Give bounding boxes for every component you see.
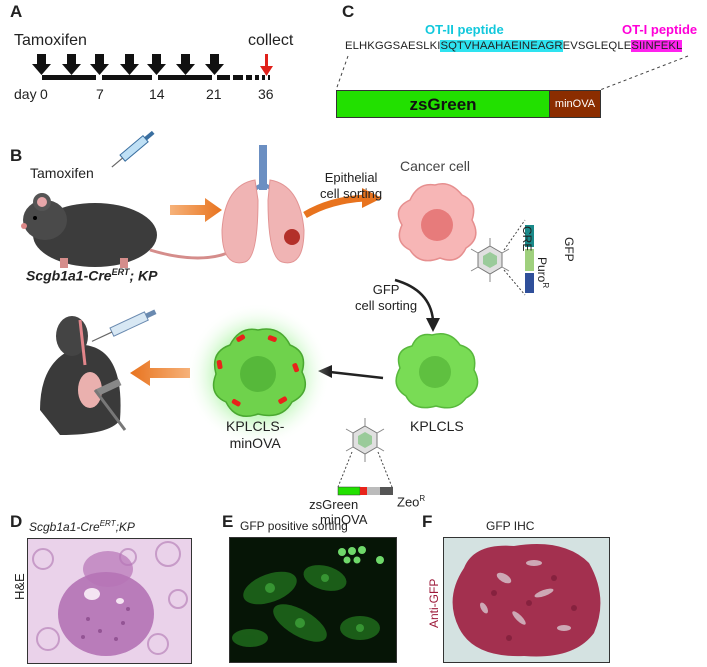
- panel-label-c: C: [342, 2, 355, 21]
- cancer-cell-label: Cancer cell: [400, 158, 471, 174]
- arrow-minova-to-mouse: [130, 360, 190, 386]
- timeline-tamoxifen-label: Tamoxifen: [14, 32, 87, 49]
- gfp-sorting-title: GFP positive sorting: [240, 519, 348, 533]
- seq-start: ELHKGGSAESLKI: [345, 40, 441, 52]
- gfp-label: GFP: [562, 237, 576, 262]
- he-micrograph: [27, 538, 192, 664]
- gfp-ihc-image: [443, 537, 610, 663]
- seq-ot2: SQTVHAAHAEINEAGR: [440, 40, 563, 52]
- cancer-cell-icon: [397, 183, 477, 262]
- kplcls-minova-label: KPLCLS-minOVA: [226, 418, 285, 451]
- timeline-collect-label: collect: [248, 32, 294, 49]
- gfp-ihc-title: GFP IHC: [486, 519, 535, 533]
- he-side-label: H&E: [12, 573, 27, 600]
- workflow-diagram: [21, 130, 534, 496]
- timeline-day-prefix: day: [14, 86, 37, 102]
- peptide-sequence: ELHKGGSAESLKISQTVHAAHAEINEAGREVSGLEQLESI…: [345, 40, 683, 52]
- lentivirus-icon-1: [470, 238, 510, 282]
- panel-label-f: F: [422, 512, 433, 531]
- arrow-lung-to-cancer: [303, 194, 366, 219]
- timeline-day-7: 7: [96, 86, 104, 102]
- ot2-peptide-label: OT-II peptide: [425, 22, 504, 37]
- tamoxifen-label: Tamoxifen: [30, 165, 94, 181]
- injection-mouse-icon: [40, 316, 127, 435]
- panel-label-a: A: [10, 2, 23, 21]
- timeline-day-21: 21: [206, 86, 222, 102]
- panel-label-b: B: [10, 146, 23, 165]
- timeline-diagram: [32, 54, 273, 80]
- injection-arrows: [32, 54, 224, 75]
- syringe-icon: [111, 130, 155, 168]
- zeo-label: ZeoR: [397, 494, 426, 510]
- panel-label-e: E: [222, 512, 234, 531]
- construct-dashed-lines: [335, 55, 689, 91]
- timeline-day-14: 14: [149, 86, 165, 102]
- kplcls-minova-cell-icon: [212, 328, 307, 417]
- injection-syringe-icon: [91, 309, 157, 342]
- zsgreen-block: zsGreen: [336, 90, 550, 118]
- panel-label-d: D: [10, 512, 23, 531]
- lung-icon: [221, 145, 305, 264]
- ot1-peptide-label: OT-I peptide: [622, 22, 698, 37]
- kplcls-label: KPLCLS: [410, 418, 464, 434]
- collect-arrow: [260, 54, 273, 76]
- puro-label: PuroR: [535, 257, 550, 289]
- seq-mid: EVSGLEQLE: [562, 40, 632, 52]
- timeline-day-0: 0: [40, 86, 48, 102]
- timeline-day-36: 36: [258, 86, 274, 102]
- arrow-kplcls-to-minova: [329, 370, 384, 380]
- arrow-gfp-sorting: [394, 278, 435, 321]
- lentivirus-icon-2: [345, 418, 385, 462]
- arrow-mouse-to-lung: [170, 198, 222, 222]
- anti-gfp-label: Anti-GFP: [427, 578, 441, 628]
- kplcls-cell-icon: [395, 333, 479, 409]
- he-title: Scgb1a1-CreERT;KP: [29, 519, 135, 534]
- minova-block: minOVA: [549, 90, 601, 118]
- seq-ot1: SIINFEKL: [631, 40, 683, 52]
- mouse-icon: [21, 193, 231, 268]
- mouse-strain-label: Scgb1a1-CreERT; KP: [26, 267, 158, 284]
- cre-label: CRE: [520, 226, 534, 252]
- gfp-fluorescence-image: [229, 537, 397, 663]
